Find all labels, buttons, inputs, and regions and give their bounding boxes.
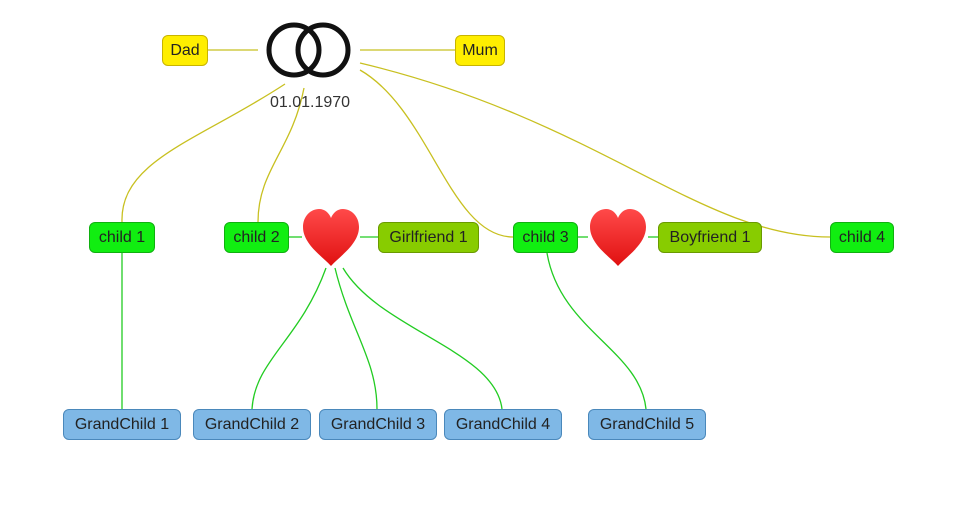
node-grandchild-4[interactable]: GrandChild 4 [444, 409, 562, 440]
edge-heart-gc2 [251, 267, 327, 410]
node-mum[interactable]: Mum [455, 35, 505, 66]
edge-heart-gc3 [334, 267, 378, 410]
node-child-2[interactable]: child 2 [224, 222, 289, 253]
edge-marriage-child1 [121, 83, 286, 223]
node-dad[interactable]: Dad [162, 35, 208, 66]
wedding-rings-icon [266, 22, 351, 78]
node-grandchild-3[interactable]: GrandChild 3 [319, 409, 437, 440]
node-child-1[interactable]: child 1 [89, 222, 155, 253]
heart-icon [303, 209, 359, 266]
node-child-4[interactable]: child 4 [830, 222, 894, 253]
node-girlfriend-1[interactable]: Girlfriend 1 [378, 222, 479, 253]
edge-child3-gc5 [546, 252, 647, 410]
node-child-3[interactable]: child 3 [513, 222, 578, 253]
marriage-date: 01.01.1970 [269, 94, 351, 111]
edge-marriage-child2 [257, 87, 305, 223]
edge-marriage-child3 [359, 69, 514, 238]
edge-heart-gc4 [342, 267, 503, 410]
node-grandchild-5[interactable]: GrandChild 5 [588, 409, 706, 440]
node-grandchild-1[interactable]: GrandChild 1 [63, 409, 181, 440]
heart-icon [590, 209, 646, 266]
edge-marriage-child4 [359, 62, 831, 238]
node-grandchild-2[interactable]: GrandChild 2 [193, 409, 311, 440]
node-boyfriend-1[interactable]: Boyfriend 1 [658, 222, 762, 253]
